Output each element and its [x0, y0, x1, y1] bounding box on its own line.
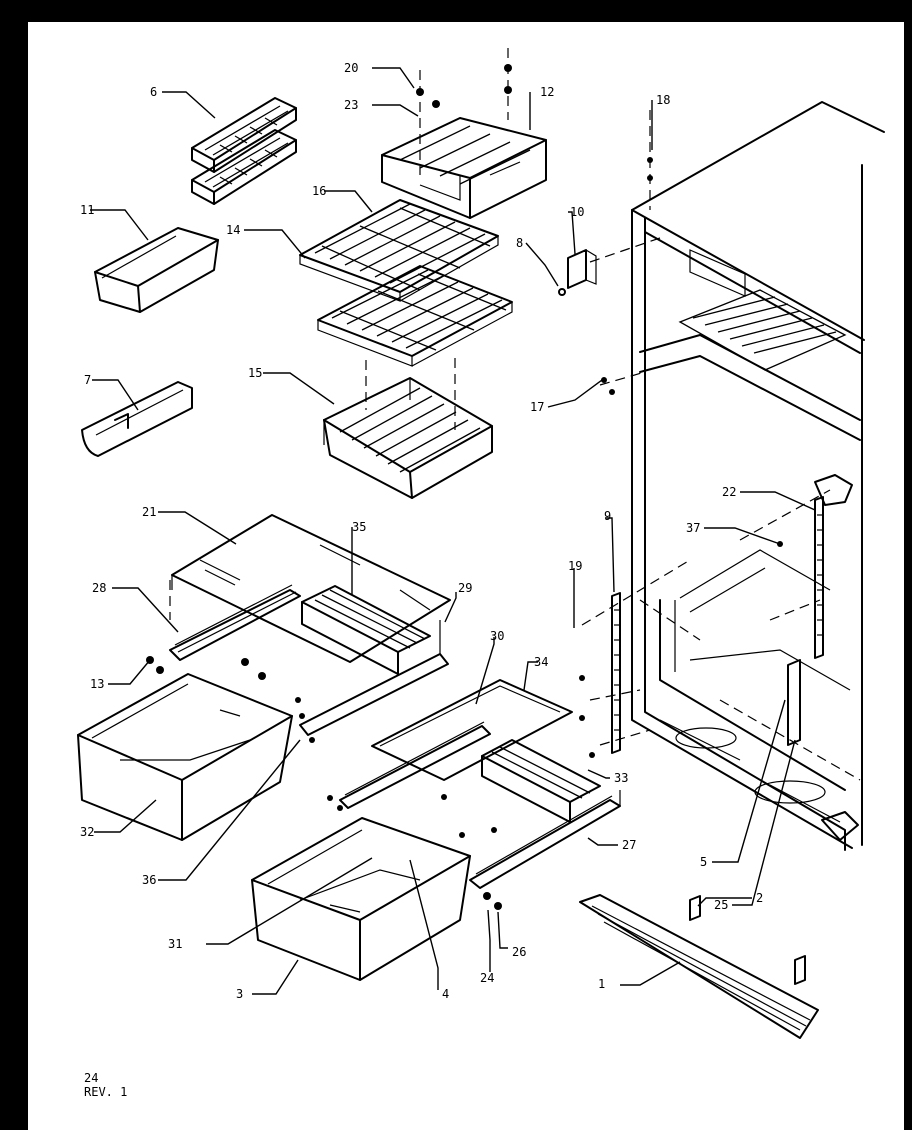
callout-10: 10 — [570, 205, 584, 219]
lower-rail-left — [339, 721, 491, 809]
assembly-guides — [169, 48, 861, 781]
callout-28: 28 — [92, 581, 106, 595]
callout-20: 20 — [344, 61, 358, 75]
wire-basket — [323, 377, 493, 499]
callout-6: 6 — [150, 85, 157, 99]
callout-5: 5 — [700, 855, 707, 869]
callout-33: 33 — [614, 771, 628, 785]
callout-13: 13 — [90, 677, 104, 691]
callout-23: 23 — [344, 98, 358, 112]
callout-37: 37 — [686, 521, 700, 535]
toe-grille — [579, 894, 819, 1039]
callout-15: 15 — [248, 366, 262, 380]
callout-17: 17 — [530, 400, 544, 414]
page-number: 24 — [84, 1071, 99, 1085]
icemaker-housing — [381, 117, 547, 219]
callout-2: 2 — [756, 891, 763, 905]
callout-3: 3 — [236, 987, 243, 1001]
callout-35: 35 — [352, 520, 366, 534]
grille-clips — [689, 895, 806, 985]
callout-14: 14 — [226, 223, 240, 237]
crisper-cover — [171, 514, 451, 663]
crisper-drawer-upper — [77, 673, 293, 841]
callout-22: 22 — [722, 485, 736, 499]
callout-36: 36 — [142, 873, 156, 887]
cabinet — [631, 101, 885, 851]
control-knob — [558, 249, 597, 296]
butter-dish — [81, 381, 193, 457]
leader-lines — [90, 67, 816, 995]
callout-32: 32 — [80, 825, 94, 839]
callout-27: 27 — [622, 838, 636, 852]
lower-rail-right — [469, 790, 621, 889]
revision-label: REV. 1 — [84, 1085, 128, 1099]
callout-9: 9 — [604, 509, 611, 523]
callout-labels: 6 20 23 12 18 11 16 14 10 8 7 15 17 21 3… — [80, 61, 763, 1001]
lower-frame — [371, 679, 573, 781]
ice-bin — [94, 227, 219, 313]
callout-18: 18 — [656, 93, 670, 107]
mullion-bracket — [787, 659, 801, 746]
callout-1: 1 — [598, 977, 605, 991]
callout-11: 11 — [80, 203, 94, 217]
ice-trays — [191, 97, 297, 205]
callout-31: 31 — [168, 937, 182, 951]
callout-16: 16 — [312, 184, 326, 198]
lower-divider — [481, 739, 601, 823]
crisper-divider — [301, 585, 431, 675]
freezer-shelf — [678, 289, 847, 371]
shelf-rail-right — [814, 496, 824, 659]
callout-24: 24 — [480, 971, 494, 985]
crisper-frame-left — [169, 584, 301, 661]
callout-12: 12 — [540, 85, 554, 99]
callout-7: 7 — [84, 373, 91, 387]
callout-30: 30 — [490, 629, 504, 643]
fasteners — [146, 64, 783, 910]
callout-26: 26 — [512, 945, 526, 959]
crisper-rail-right — [299, 620, 449, 736]
crisper-drawer-lower — [251, 817, 471, 981]
shelf-rail-left — [611, 592, 621, 754]
callout-25: 25 — [714, 898, 728, 912]
callout-21: 21 — [142, 505, 156, 519]
callout-19: 19 — [568, 559, 582, 573]
callout-34: 34 — [534, 655, 548, 669]
callout-4: 4 — [442, 987, 449, 1001]
freezer-shelf-lower — [317, 265, 513, 367]
callout-8: 8 — [516, 236, 523, 250]
callout-29: 29 — [458, 581, 472, 595]
